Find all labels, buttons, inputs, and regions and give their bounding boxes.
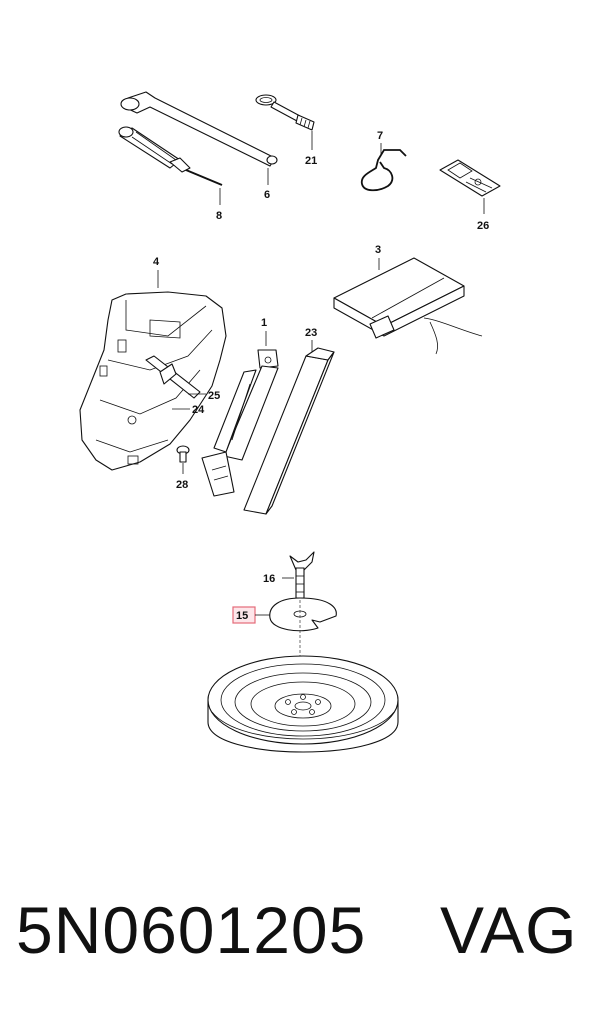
foam-block-part [243,347,335,515]
callout-23: 23 [305,327,317,339]
spare-wheel-part [207,655,399,753]
callout-4: 4 [153,256,160,268]
label-sticker-part [439,159,501,197]
part-number-text: 5N0601205 [16,893,367,967]
callout-7: 7 [377,130,383,142]
callout-21: 21 [305,155,317,167]
screwdriver-part [118,126,223,186]
callout-16: 16 [263,573,275,585]
callout-1: 1 [261,317,267,329]
callout-26: 26 [477,220,489,232]
callout-6: 6 [264,189,270,201]
washer-part [269,597,337,632]
towing-eye-part [255,94,315,131]
wing-bolt-part [289,551,315,599]
tool-housing-part [79,291,227,471]
callout-15: 15 [236,610,248,622]
wheel-wrench-part [120,91,278,167]
wire-hook-part [360,149,407,192]
retaining-screw-part [145,355,201,399]
callout-28: 28 [176,479,188,491]
callout-25: 25 [208,390,220,402]
car-jack-part [201,349,279,497]
callout-3: 3 [375,244,381,256]
brand-text: VAG [440,893,578,967]
foam-tray-part [333,257,483,355]
callout-24: 24 [192,404,205,416]
bolt-part [176,445,190,463]
parts-exploded-diagram: 6 8 21 7 26 3 [79,91,501,753]
callout-8: 8 [216,210,222,222]
